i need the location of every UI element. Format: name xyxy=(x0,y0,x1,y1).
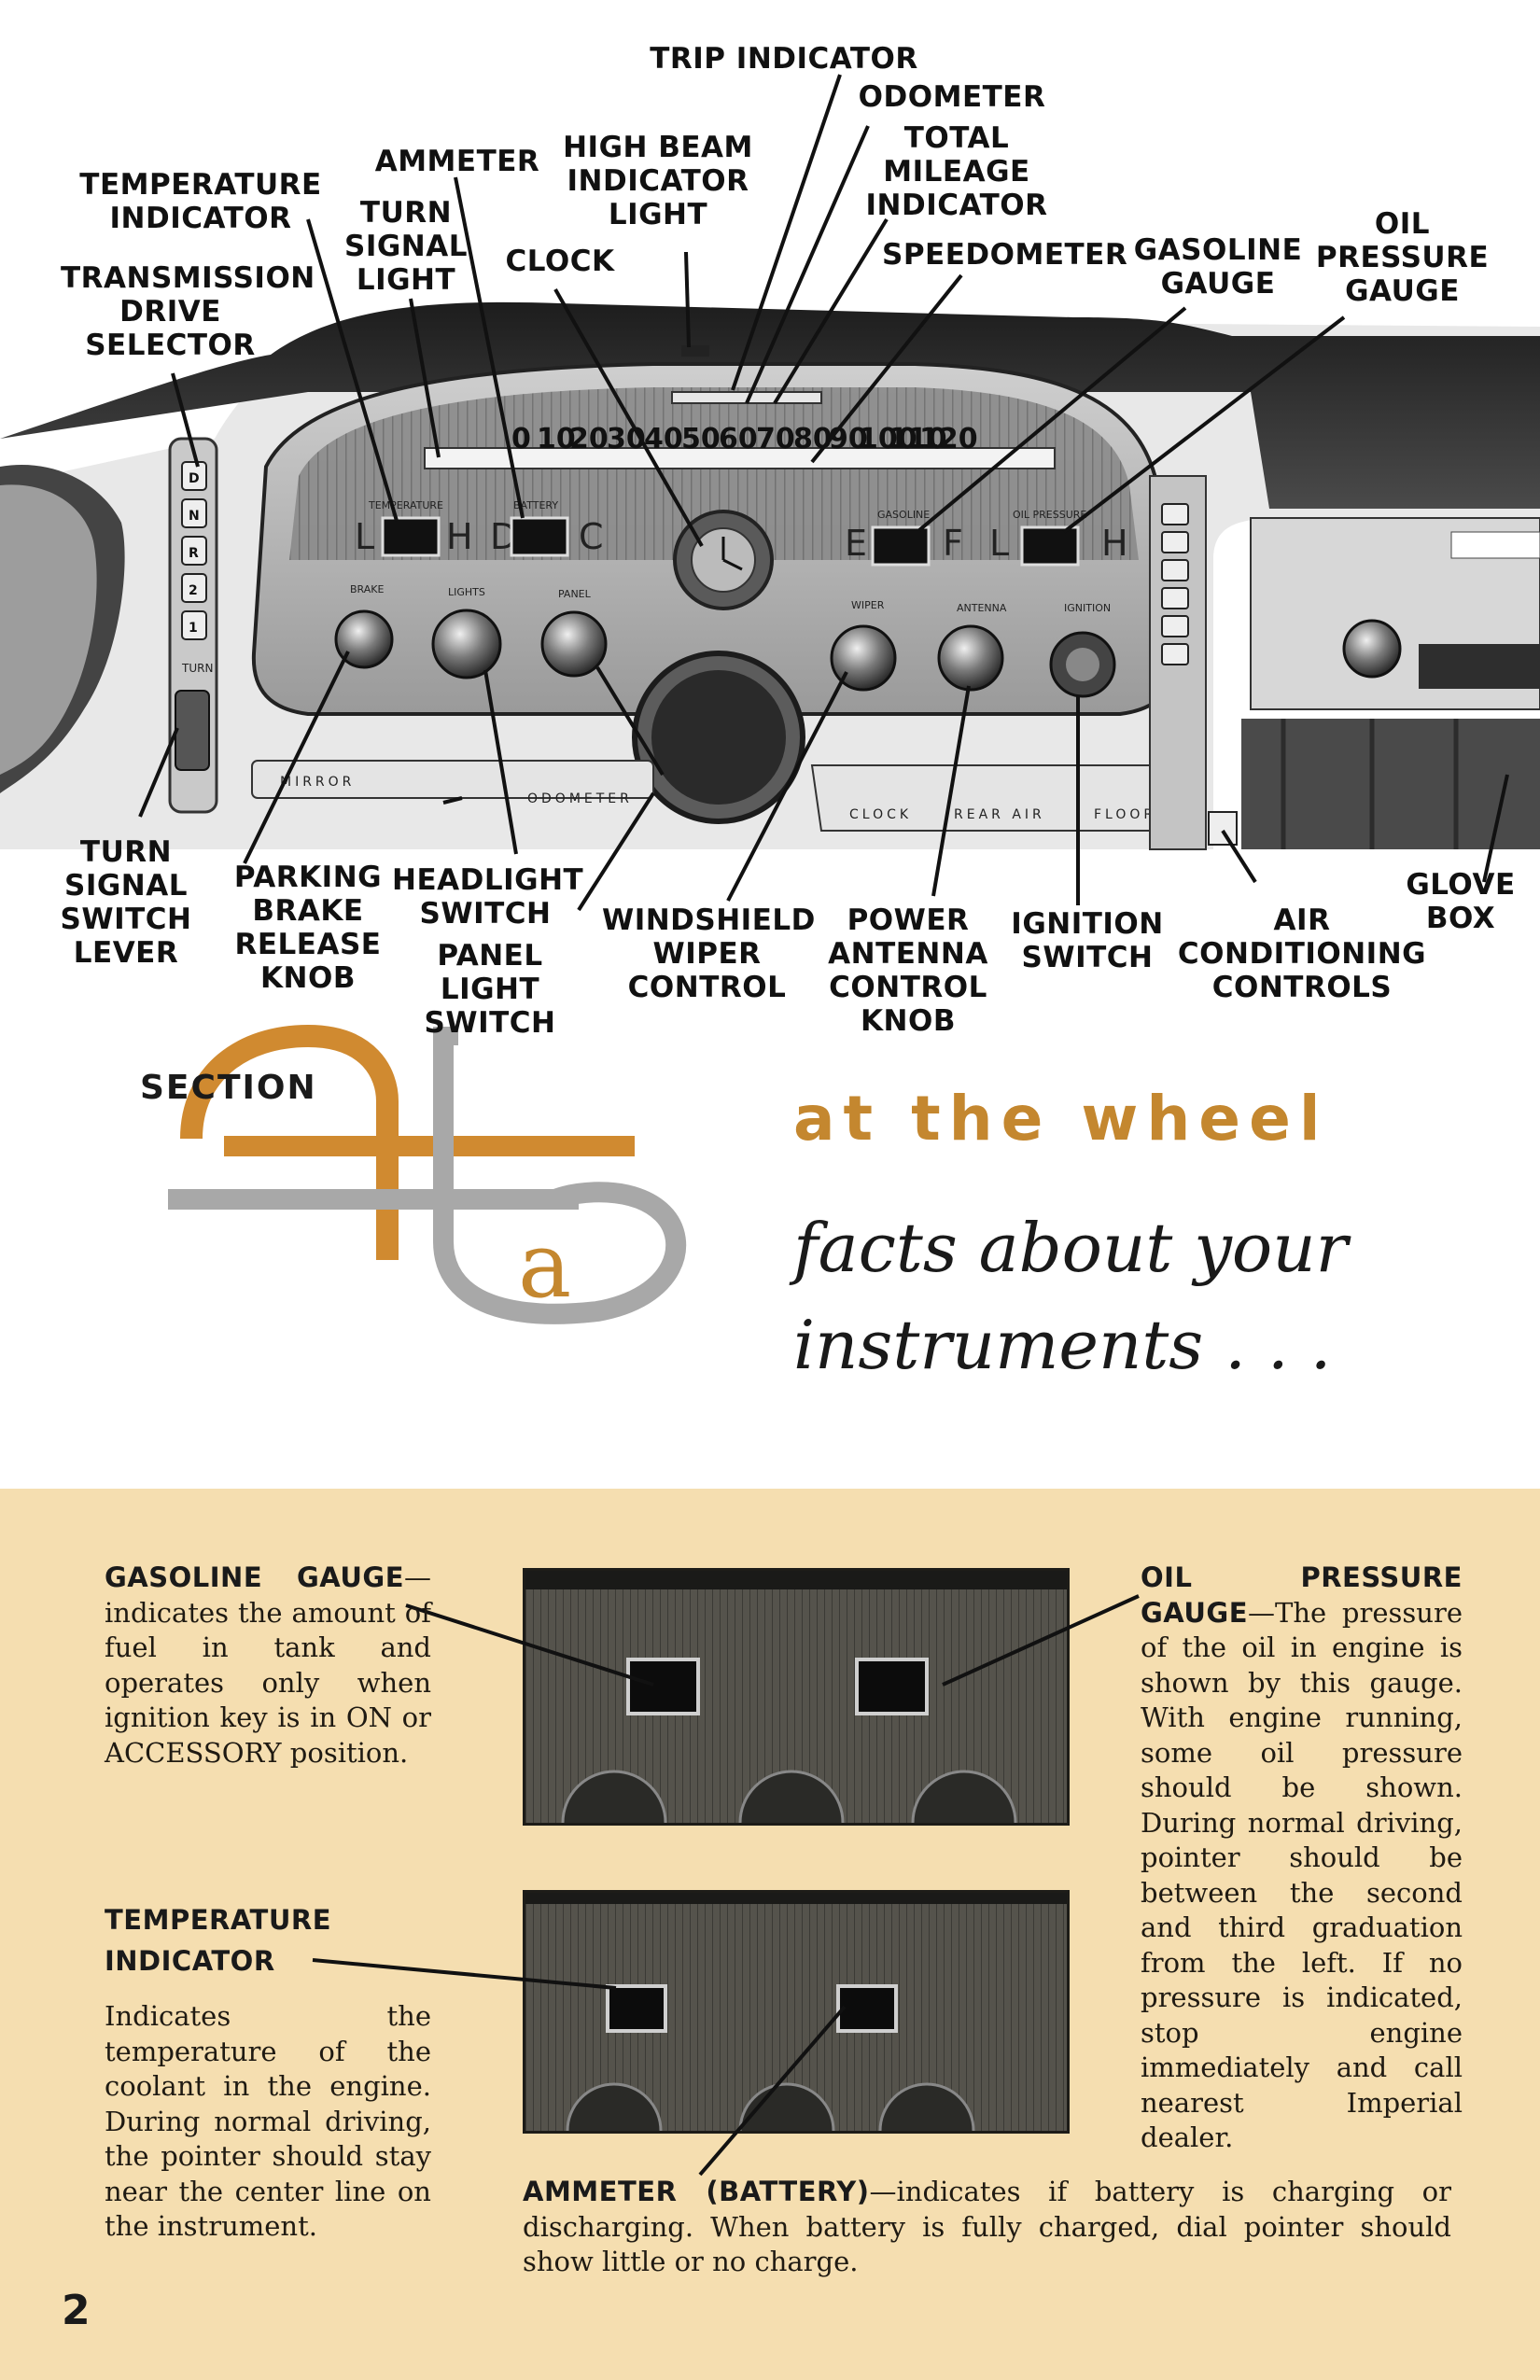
label-turn-signal-light: TURN SIGNAL LIGHT xyxy=(344,196,468,297)
gauge-letter: H xyxy=(1101,523,1128,564)
label-trip-indicator: TRIP INDICATOR xyxy=(650,42,918,76)
panel-word: ODOMETER xyxy=(527,791,633,806)
gear-letter: D xyxy=(189,471,200,486)
panel-word: BATTERY xyxy=(513,499,558,511)
photo-gasoline-oil-gauges xyxy=(523,1568,1070,1826)
page-number: 2 xyxy=(62,2287,91,2334)
ammeter-heading: AMMETER (BATTERY) xyxy=(523,2176,870,2207)
speedo-number: 110 xyxy=(889,423,947,455)
label-ammeter: AMMETER xyxy=(374,145,540,178)
panel-word: REAR AIR xyxy=(954,807,1045,822)
speedometer-numbers: 0 10 20 30 40 50 60 70 80 90 100 110 120 xyxy=(511,423,978,455)
temperature-heading-line: INDICATOR xyxy=(105,1945,275,1977)
label-parking-brake-release-knob: PARKING BRAKE RELEASE KNOB xyxy=(233,861,383,995)
gear-letter: R xyxy=(189,546,199,561)
label-turn-signal-switch-lever: TURN SIGNAL SWITCH LEVER xyxy=(60,835,192,970)
panel-word: WIPER xyxy=(851,599,885,611)
label-air-conditioning-controls: AIR CONDITIONING CONTROLS xyxy=(1177,903,1427,1004)
label-total-mileage-indicator: TOTAL MILEAGE INDICATOR xyxy=(865,121,1048,222)
gauge-letter: C xyxy=(579,516,604,557)
gasoline-description: GASOLINE GAUGE— indicates the amount of … xyxy=(105,1561,431,1771)
temperature-heading-line: TEMPERATURE xyxy=(105,1904,332,1936)
label-glove-box: GLOVE BOX xyxy=(1406,868,1516,935)
speedo-number: 40 xyxy=(644,423,683,455)
label-odometer: ODOMETER xyxy=(858,80,1046,114)
gauge-letter: L xyxy=(989,523,1009,564)
panel-word: OIL PRESSURE xyxy=(1013,509,1086,521)
label-high-beam-indicator: HIGH BEAM INDICATOR LIGHT xyxy=(563,131,753,231)
temperature-text: Indicates the temperature of the coolant… xyxy=(105,2000,431,2242)
label-panel-light-switch: PANEL LIGHT SWITCH xyxy=(424,939,556,1040)
label-headlight-switch: HEADLIGHT SWITCH xyxy=(392,863,584,931)
speedo-number: 50 xyxy=(681,423,721,455)
panel-word: GASOLINE xyxy=(877,509,930,521)
panel-word: PANEL xyxy=(558,588,592,600)
speedo-number: 120 xyxy=(919,423,978,455)
panel-word: BRAKE xyxy=(350,583,384,595)
gauge-letter: F xyxy=(943,523,963,564)
speedo-number: 100 xyxy=(859,423,917,455)
section-word: SECTION xyxy=(140,1069,317,1107)
label-transmission-drive-selector: TRANSMISSION DRIVE SELECTOR xyxy=(61,261,315,362)
label-temperature-indicator: TEMPERATURE INDICATOR xyxy=(79,168,322,235)
panel-word: ANTENNA xyxy=(957,602,1007,614)
label-ignition-switch: IGNITION SWITCH xyxy=(1011,907,1164,974)
speedo-number: 10 xyxy=(537,423,576,455)
dashboard-illustration: 0 10 20 30 40 50 60 70 80 90 100 110 120… xyxy=(0,74,1540,1324)
section-emblem-graphic xyxy=(168,1024,687,1324)
gear-letter: 1 xyxy=(189,621,198,636)
oil-text: —The pressure of the oil in engine is sh… xyxy=(1141,1596,1463,2154)
gear-letter: 2 xyxy=(189,583,198,598)
gauge-letter: L xyxy=(355,516,374,557)
label-power-antenna-control-knob: POWER ANTENNA CONTROL KNOB xyxy=(828,903,988,1038)
transmission-buttons xyxy=(181,461,207,640)
gasoline-text: — indicates the amount of fuel in tank a… xyxy=(105,1561,431,1769)
section-title: at the wheel xyxy=(793,1083,1329,1155)
panel-word: TURN xyxy=(181,662,213,675)
oil-pressure-description: OIL PRESSURE GAUGE—The pressure of the o… xyxy=(1141,1561,1463,2156)
label-windshield-wiper-control: WINDSHIELD WIPER CONTROL xyxy=(602,903,816,1004)
speedo-number: 20 xyxy=(569,423,609,455)
gauge-letter: E xyxy=(845,523,867,564)
speedo-number: 70 xyxy=(756,423,795,455)
leader-lines xyxy=(138,74,1509,912)
panel-word: CLOCK xyxy=(849,807,912,822)
temperature-heading-block: TEMPERATURE INDICATOR xyxy=(105,1899,431,1981)
section-subtitle: facts about your instruments . . . xyxy=(793,1199,1447,1393)
gasoline-heading: GASOLINE GAUGE xyxy=(105,1561,404,1593)
gauge-letter: H xyxy=(446,516,473,557)
oil-heading: OIL PRESSURE GAUGE xyxy=(1141,1561,1463,1629)
ammeter-description: AMMETER (BATTERY)—indicates if battery i… xyxy=(523,2175,1451,2280)
label-gasoline-gauge: GASOLINE GAUGE xyxy=(1133,233,1303,301)
panel-word: LIGHTS xyxy=(448,586,485,598)
ammeter-text: —indicates if battery is charging or dis… xyxy=(523,2176,1451,2277)
speedo-number: 90 xyxy=(829,423,868,455)
label-speedometer: SPEEDOMETER xyxy=(882,238,1128,272)
speedo-number: 0 xyxy=(511,423,531,455)
gear-letter: N xyxy=(189,509,200,524)
speedo-number: 80 xyxy=(793,423,833,455)
label-clock: CLOCK xyxy=(505,245,615,278)
speedo-number: 60 xyxy=(719,423,758,455)
panel-word: MIRROR xyxy=(280,775,355,790)
panel-word: TEMPERATURE xyxy=(368,499,443,511)
panel-word: IGNITION xyxy=(1064,602,1111,614)
subtitle-line: facts about your xyxy=(793,1209,1349,1287)
section-letter: a xyxy=(518,1213,572,1318)
subtitle-line: instruments . . . xyxy=(793,1306,1332,1384)
label-oil-pressure-gauge: OIL PRESSURE GAUGE xyxy=(1315,207,1490,308)
photo-temperature-ammeter xyxy=(523,1890,1070,2134)
